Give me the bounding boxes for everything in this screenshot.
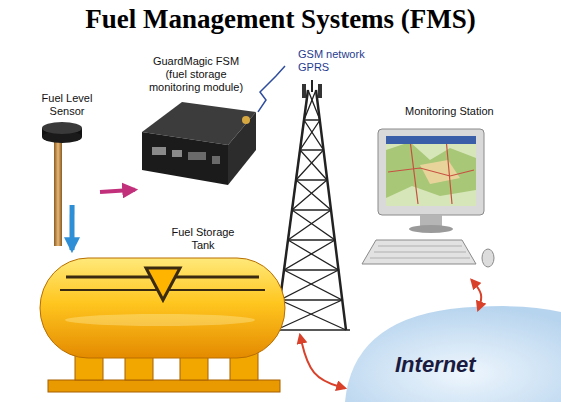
node-label: GuardMagic FSM (fuel storage monitoring … xyxy=(144,55,248,94)
keyboard-keys xyxy=(370,246,470,258)
page-title: Fuel Management Systems (FMS) xyxy=(0,0,561,35)
station-group: Monitoring Station xyxy=(365,100,507,280)
tank-base xyxy=(48,380,280,392)
sensor-probe xyxy=(54,140,62,246)
screen xyxy=(386,136,476,206)
map-area xyxy=(420,160,460,184)
keyboard xyxy=(362,240,476,264)
mouse xyxy=(482,249,494,267)
fuel-tank xyxy=(40,258,285,392)
device-port xyxy=(212,156,220,164)
module-group: GuardMagic FSM (fuel storage monitoring … xyxy=(135,52,258,200)
node-label: Internet xyxy=(395,352,525,378)
internet-group: Internet xyxy=(345,310,561,402)
sensor-icon xyxy=(42,122,82,246)
device-port xyxy=(188,152,206,160)
node-label: Fuel Storage Tank xyxy=(163,226,243,252)
device-side xyxy=(228,112,256,185)
tower-mast xyxy=(311,80,313,92)
device-port xyxy=(152,147,166,155)
sensor-cap xyxy=(42,122,82,134)
gsm-tower xyxy=(272,80,350,330)
tank-group: Fuel Storage Tank xyxy=(35,250,290,398)
module-device xyxy=(142,102,256,185)
tower-group: GSM network GPRS xyxy=(285,48,380,335)
device-front xyxy=(142,132,228,185)
internet-cloud xyxy=(345,306,561,402)
connector-arrow xyxy=(100,190,135,192)
connector-arrow xyxy=(472,280,482,310)
device-port xyxy=(172,150,182,157)
monitor-base xyxy=(409,225,453,233)
computer xyxy=(362,129,494,267)
node-label: GSM network GPRS xyxy=(298,48,374,74)
connector-arrow xyxy=(69,205,74,250)
monitor xyxy=(378,129,484,215)
sensor-group: Fuel Level Sensor xyxy=(35,92,100,205)
connector-arrow xyxy=(300,335,345,388)
map-road xyxy=(388,138,474,204)
node-label: Fuel Level Sensor xyxy=(36,92,98,118)
window-bar xyxy=(386,136,476,144)
tank-highlight xyxy=(65,314,255,326)
tower-antenna xyxy=(318,84,322,98)
connector-arrow xyxy=(258,66,285,112)
tower-antenna xyxy=(302,84,306,98)
antenna-connector xyxy=(242,116,250,124)
tank-logo xyxy=(146,268,180,300)
node-label: Monitoring Station xyxy=(405,105,505,118)
tank-body xyxy=(40,258,285,358)
